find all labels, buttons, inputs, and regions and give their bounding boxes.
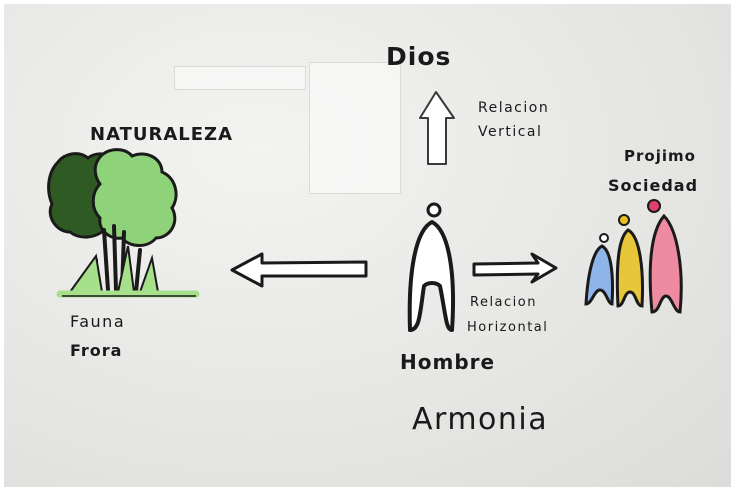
background-smudge	[174, 66, 306, 90]
label-armonia: Armonia	[412, 402, 549, 437]
label-dios: Dios	[386, 42, 452, 71]
person-pink-icon	[647, 199, 683, 314]
background-smudge	[309, 62, 401, 194]
label-projimo: Projimo	[624, 147, 696, 165]
label-naturaleza: NATURALEZA	[90, 124, 234, 145]
label-fauna: Fauna	[70, 312, 126, 331]
tree-icon	[47, 148, 200, 298]
label-flora: Frora	[70, 341, 123, 360]
man-figure-icon	[407, 202, 456, 332]
label-relacion-vertical-2: Vertical	[478, 124, 543, 140]
label-hombre: Hombre	[400, 350, 496, 374]
arrow-left-icon	[230, 252, 368, 288]
label-relacion-horizontal-1: Relacion	[470, 295, 537, 310]
label-sociedad: Sociedad	[608, 176, 699, 195]
label-relacion-vertical-1: Relacion	[478, 100, 550, 116]
label-relacion-horizontal-2: Horizontal	[467, 320, 549, 335]
person-yellow-icon	[615, 214, 644, 308]
arrow-up-icon	[419, 91, 455, 165]
arrow-right-icon	[472, 252, 558, 284]
person-blue-icon	[584, 233, 614, 306]
